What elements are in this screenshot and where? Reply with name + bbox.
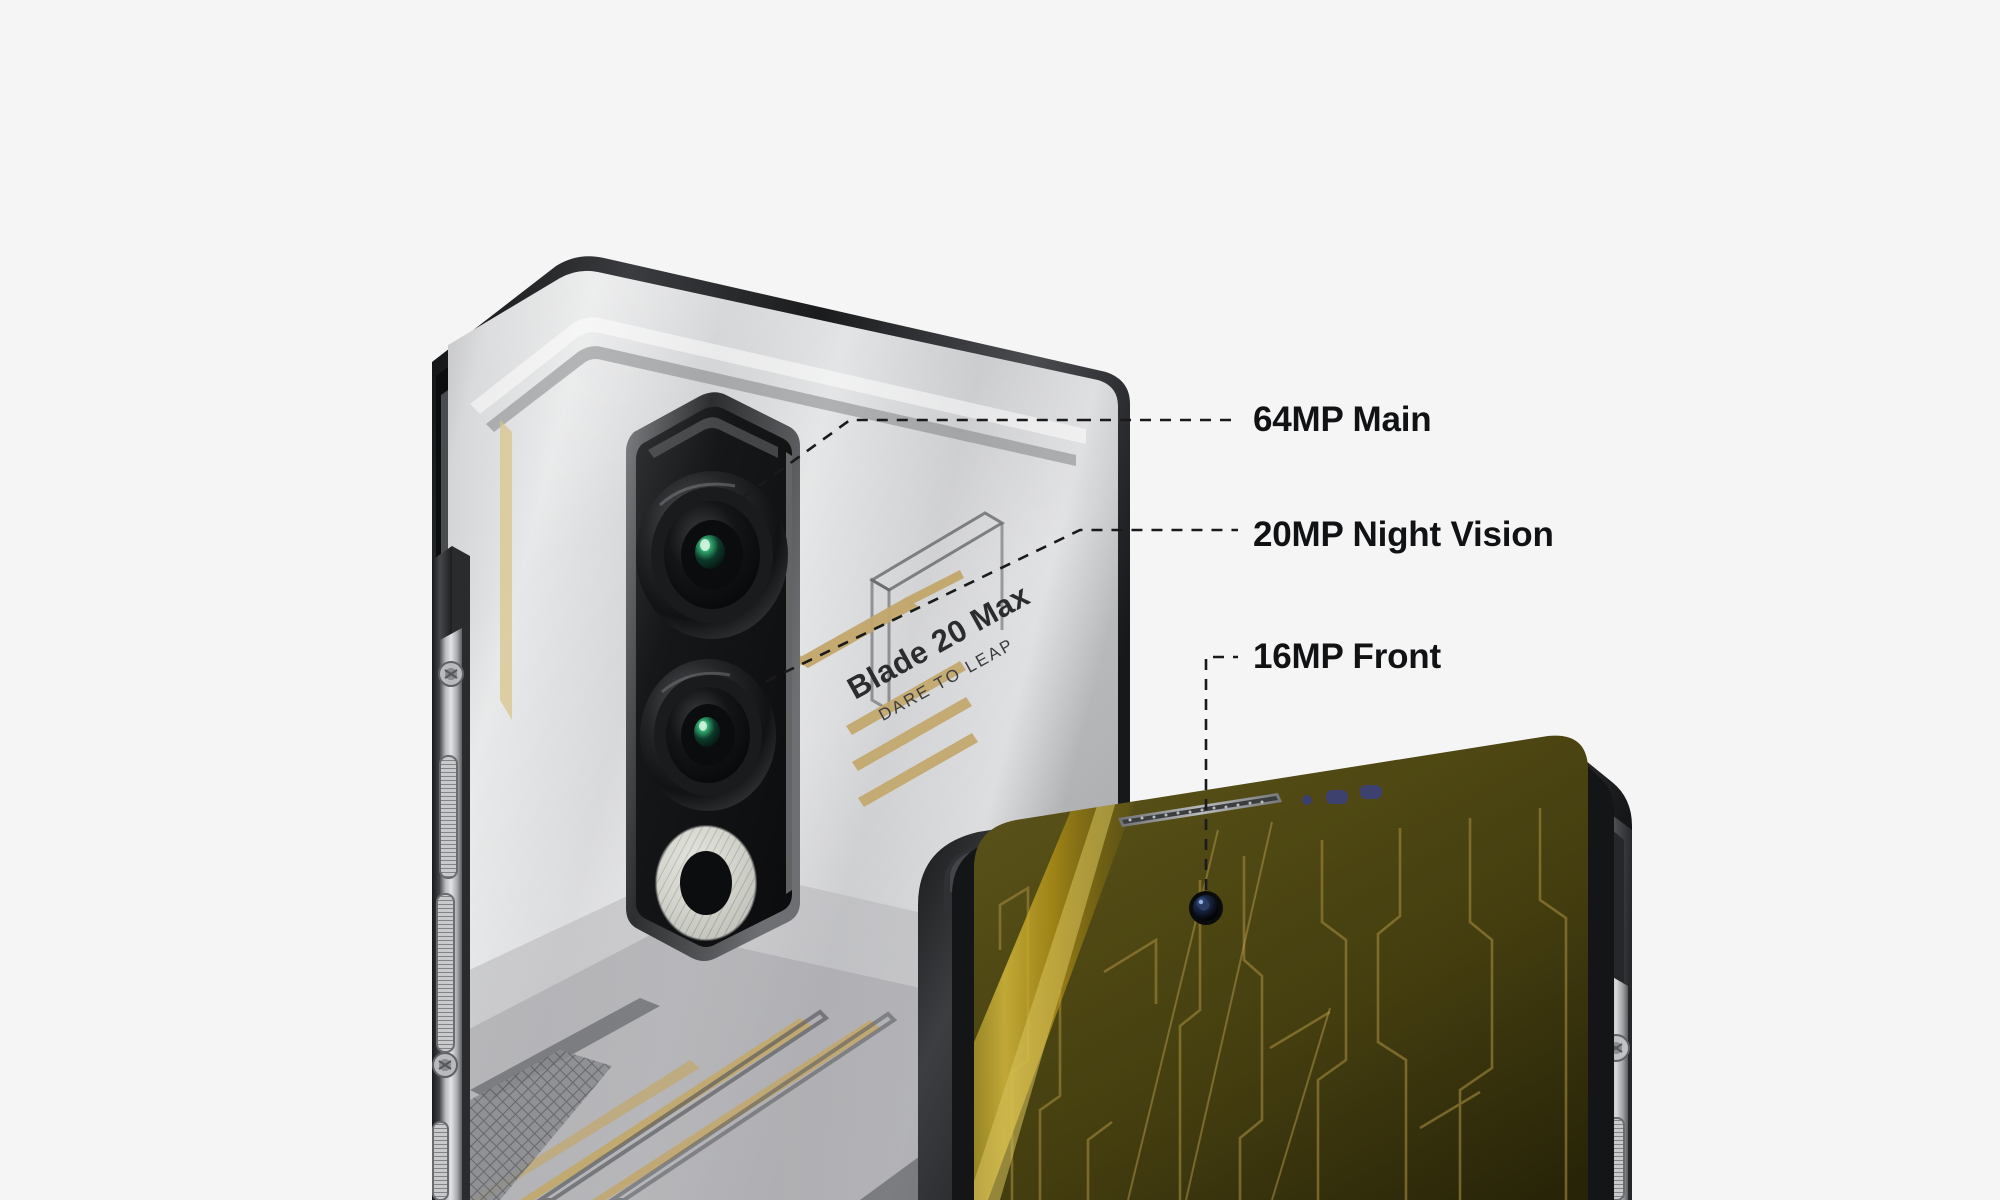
callout-label-main: 64MP Main <box>1253 400 1432 439</box>
rear-extra-button <box>432 1121 449 1200</box>
rear-gold-slash <box>795 598 918 668</box>
callout-label-night: 20MP Night Vision <box>1253 515 1554 554</box>
callout-leader-lines <box>741 418 1238 890</box>
rear-night-lens <box>640 659 776 811</box>
rear-gold-pinstripe-b <box>592 1020 880 1200</box>
rear-camera-island <box>626 392 800 961</box>
rear-volume-rocker <box>439 755 458 879</box>
rear-gold-pinstripe-a <box>520 1018 812 1200</box>
front-earpiece-grille <box>1118 793 1282 827</box>
rear-main-lens <box>636 471 788 639</box>
front-sensor-window-b <box>1360 785 1382 799</box>
front-phone <box>918 735 1632 1200</box>
rear-mesh-texture <box>452 1050 612 1200</box>
rear-ring-flash <box>655 825 757 941</box>
rear-gold-accent-left <box>500 420 512 720</box>
rear-side-rail <box>432 546 470 1200</box>
front-sensor-window-a <box>1326 790 1348 804</box>
rear-power-button <box>436 893 455 1053</box>
leader-line-main <box>741 418 1080 500</box>
rear-hex-screw-bottom <box>432 1052 458 1078</box>
front-screen <box>974 735 1588 1200</box>
front-proximity-sensor <box>1302 795 1312 805</box>
callout-label-front: 16MP Front <box>1253 637 1441 676</box>
rear-hex-screw-top <box>438 661 464 687</box>
front-punch-hole-camera <box>1189 891 1223 925</box>
screen-light-streak <box>974 760 1150 1200</box>
leader-line-night <box>747 528 1238 692</box>
rear-phone: Blade 20 Max DARE TO LEAP <box>432 256 1130 1200</box>
